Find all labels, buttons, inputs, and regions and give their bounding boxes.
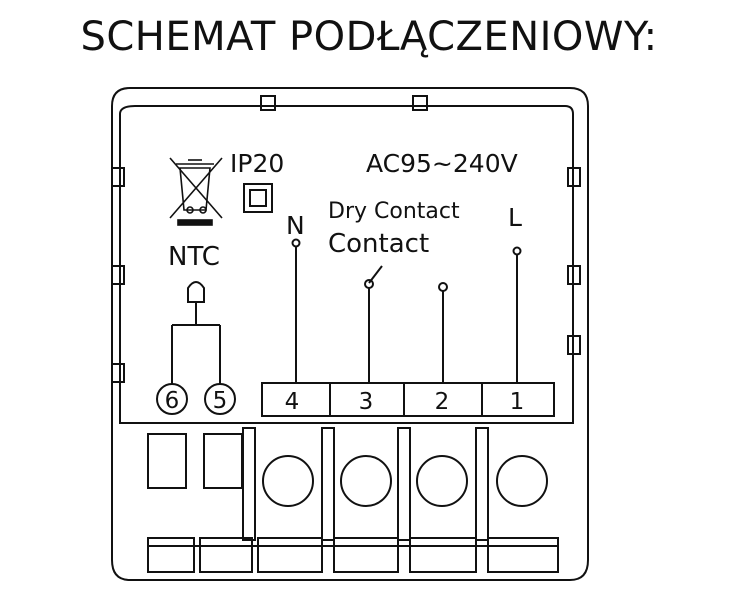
right-clip-2	[567, 265, 581, 285]
wire-dry-contact-3	[364, 265, 383, 383]
contact-label: Contact	[328, 229, 429, 259]
terminal-4-label: 4	[285, 389, 300, 415]
live-label: L	[508, 203, 522, 232]
terminal-6-label: 6	[165, 388, 180, 414]
left-clip-2	[111, 265, 125, 285]
wire-l	[512, 246, 522, 383]
top-clip-right	[412, 95, 428, 111]
diagram-title: SCHEMAT PODŁĄCZENIOWY:	[80, 14, 658, 60]
ntc-sensor-symbol	[171, 281, 221, 384]
terminal-2-label: 2	[435, 389, 450, 415]
terminal-5-label: 5	[213, 388, 228, 414]
terminal-5-circle	[204, 383, 236, 415]
terminal-3-label: 3	[359, 389, 374, 415]
wire-n	[291, 238, 301, 383]
top-clip-left	[260, 95, 276, 111]
neutral-label: N	[286, 211, 305, 240]
terminal-6-circle	[156, 383, 188, 415]
housing-outline	[111, 87, 589, 581]
dry-contact-label: Dry Contact	[328, 199, 460, 224]
left-clip-1	[111, 167, 125, 187]
terminal-block	[261, 382, 555, 417]
ip-rating-label: IP20	[230, 149, 284, 178]
screw-hole-3	[340, 455, 392, 507]
left-clip-3	[111, 363, 125, 383]
inner-panel	[119, 105, 574, 424]
double-insulation-icon	[243, 183, 273, 213]
connector-housing	[147, 427, 559, 573]
terminal-1-label: 1	[510, 389, 525, 415]
screw-hole-1	[496, 455, 548, 507]
weee-bin-icon	[169, 157, 223, 226]
screw-hole-4	[262, 455, 314, 507]
voltage-label: AC95~240V	[366, 149, 518, 178]
right-clip-1	[567, 167, 581, 187]
wire-dry-contact-2	[438, 282, 448, 383]
ntc-label: NTC	[168, 242, 220, 272]
screw-hole-2	[416, 455, 468, 507]
right-clip-3	[567, 335, 581, 355]
